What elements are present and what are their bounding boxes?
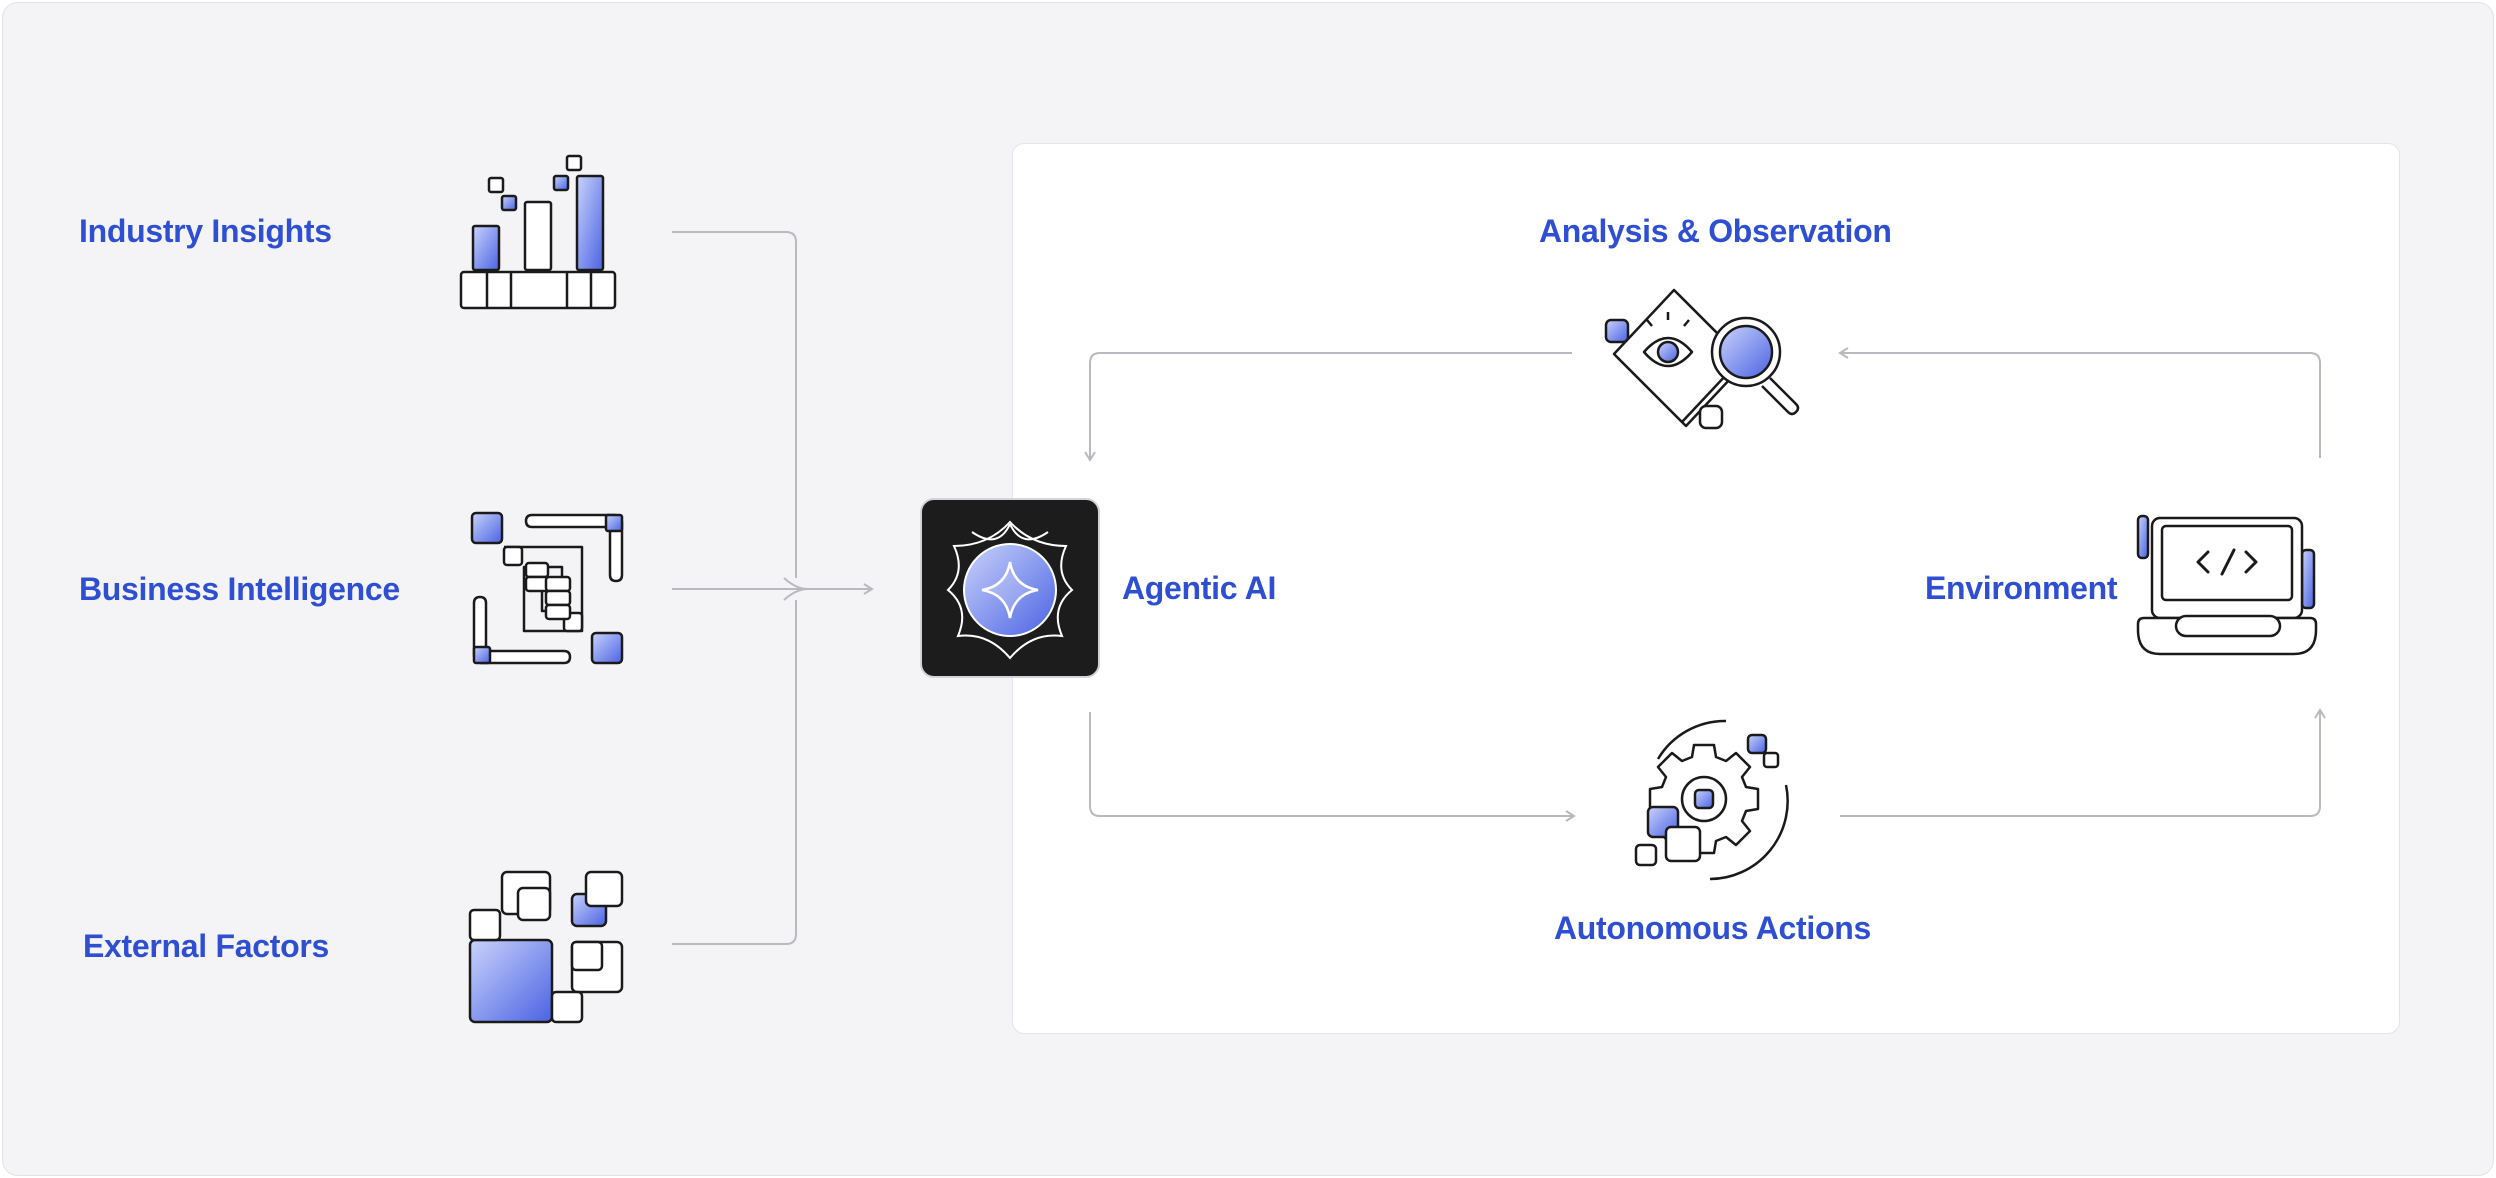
arrow-environment-to-analysis: [1838, 347, 2321, 458]
arrow-agent-to-actions: [1089, 712, 1576, 822]
connector-bracket-tip: [783, 577, 809, 601]
grid-blocks-icon: [470, 511, 624, 665]
sparkle-star-icon: [946, 520, 1074, 660]
label-business-intelligence: Business Intelligence: [79, 571, 400, 607]
gear-icon: [1634, 719, 1789, 881]
label-agentic-ai: Agentic AI: [1122, 570, 1277, 606]
arrow-actions-to-environment: [1840, 708, 2326, 817]
magnifier-eye-icon: [1604, 288, 1800, 430]
bar-chart-icon: [459, 154, 617, 310]
connector-industry-insights: [672, 231, 797, 578]
label-industry-insights: Industry Insights: [79, 213, 332, 249]
label-analysis-observation: Analysis & Observation: [1539, 213, 1892, 249]
laptop-code-icon: [2136, 514, 2318, 656]
label-autonomous-actions: Autonomous Actions: [1554, 910, 1871, 946]
agentic-ai-tile: [920, 498, 1100, 678]
arrow-analysis-to-agent: [1084, 352, 1572, 462]
connector-external-factors: [672, 600, 797, 945]
label-environment: Environment: [1925, 570, 2118, 606]
label-external-factors: External Factors: [83, 928, 329, 964]
stacked-squares-icon: [468, 870, 624, 1024]
